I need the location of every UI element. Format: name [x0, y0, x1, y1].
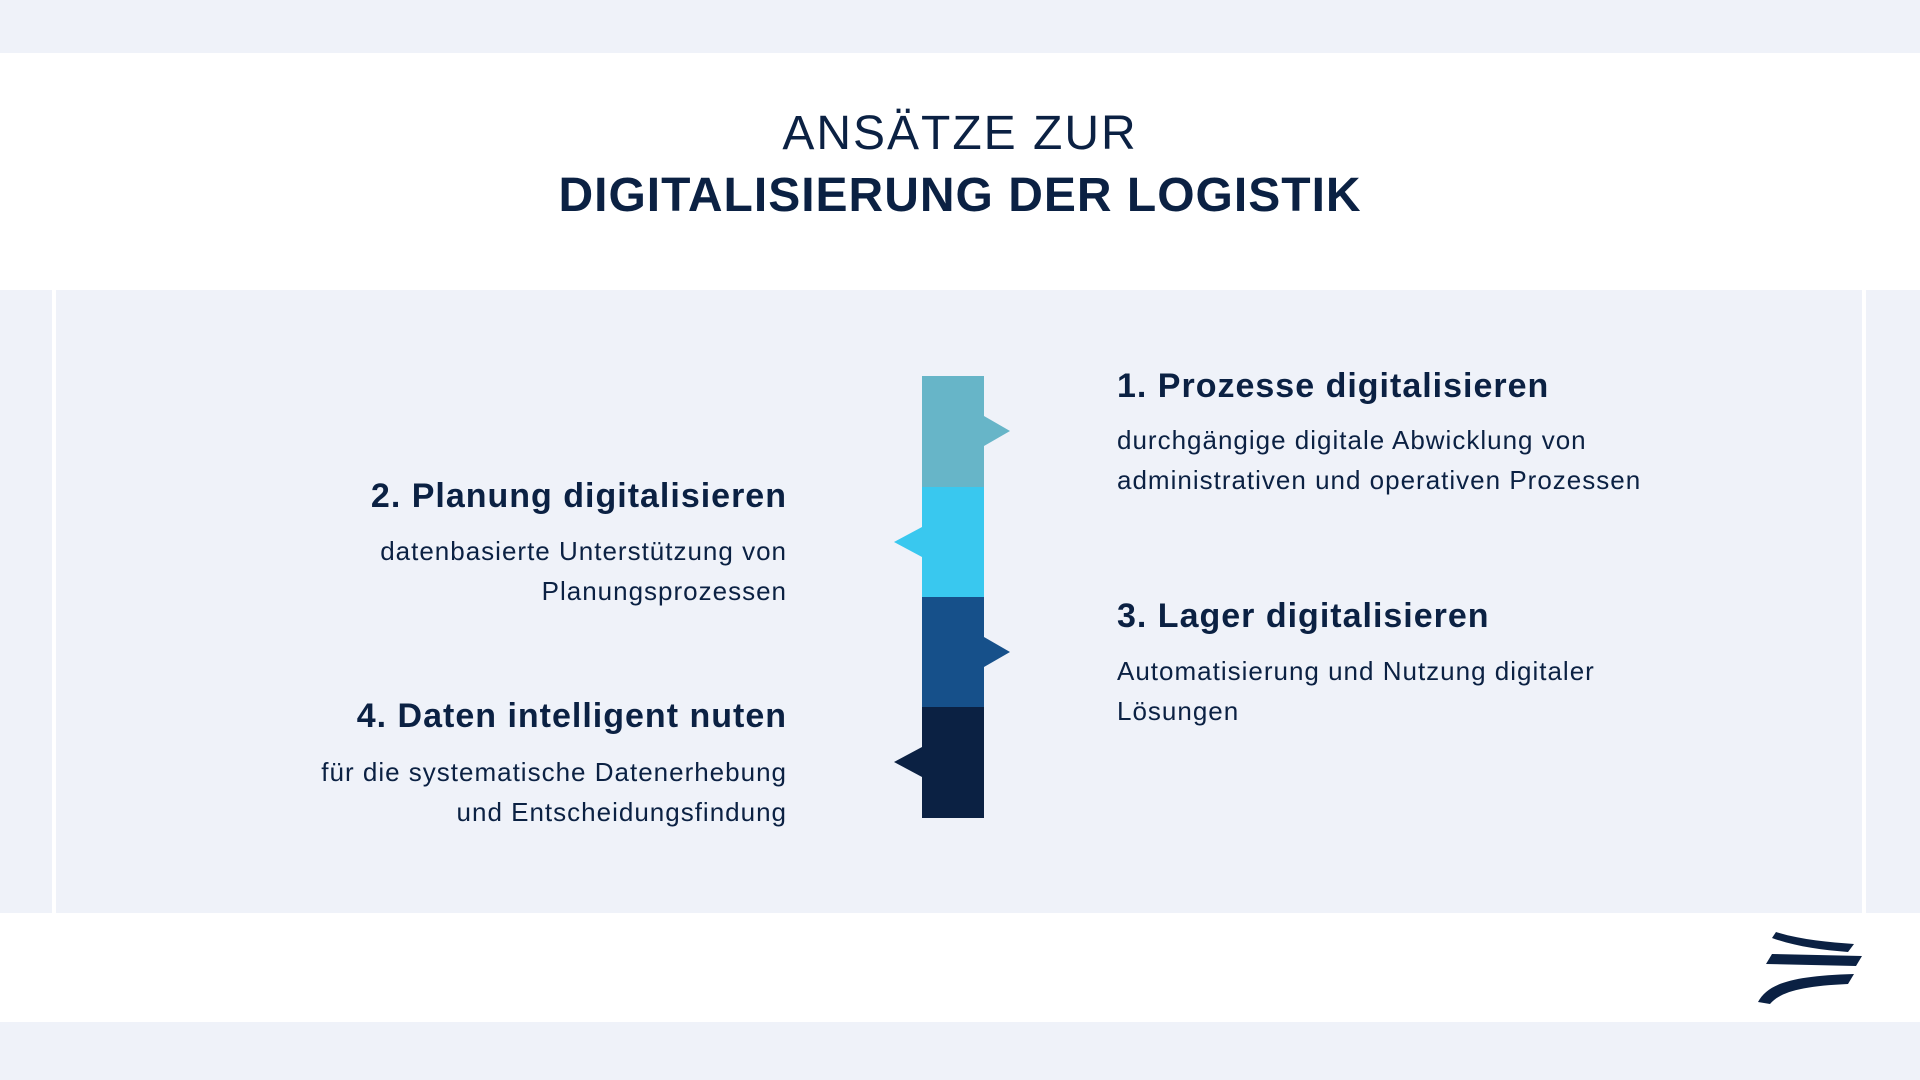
- step-2-description-line-2: Planungsprozessen: [541, 576, 787, 606]
- step-1-title: 1. Prozesse digitalisieren: [1117, 367, 1550, 405]
- header-panel: [0, 53, 1920, 290]
- step-1-description-line-1: durchgängige digitale Abwicklung von: [1117, 425, 1587, 455]
- step-block-3-bar: [922, 597, 984, 707]
- step-block-4: [894, 707, 984, 818]
- step-block-2: [894, 487, 984, 597]
- step-3-title: 3. Lager digitalisieren: [1117, 597, 1490, 635]
- step-block-1-arrow: [984, 416, 1010, 446]
- page-title-line1: ANSÄTZE ZUR: [782, 107, 1138, 160]
- brand-logo-icon: [1758, 932, 1862, 1004]
- step-block-2-bar: [922, 487, 984, 597]
- step-block-4-arrow: [894, 747, 922, 777]
- step-2-description-line-1: datenbasierte Unterstützung von: [380, 536, 787, 566]
- step-1-description: durchgängige digitale Abwicklung von adm…: [1117, 420, 1641, 500]
- right-divider: [1862, 290, 1866, 913]
- bottom-band: [0, 1022, 1920, 1080]
- step-block-3: [922, 597, 1010, 707]
- left-divider: [52, 290, 56, 913]
- step-4-description: für die systematische Datenerhebung und …: [321, 752, 787, 832]
- step-block-3-arrow: [984, 637, 1010, 667]
- logo-stroke-bottom: [1758, 974, 1854, 1004]
- logo-stroke-top: [1772, 932, 1854, 952]
- step-4-title: 4. Daten intelligent nuten: [356, 697, 787, 735]
- step-4-description-line-1: für die systematische Datenerhebung: [321, 757, 787, 787]
- top-band: [0, 0, 1920, 53]
- step-1-description-line-2: administrativen und operativen Prozessen: [1117, 465, 1642, 495]
- step-2-description: datenbasierte Unterstützung von Planungs…: [380, 531, 787, 611]
- step-block-2-arrow: [894, 527, 922, 557]
- page-title-line2: DIGITALISIERUNG DER LOGISTIK: [558, 169, 1362, 222]
- step-3-description-line-1: Automatisierung und Nutzung digitaler: [1117, 656, 1595, 686]
- step-block-1: [922, 376, 1010, 487]
- step-4-description-line-2: und Entscheidungsfindung: [456, 797, 787, 827]
- footer-panel: [0, 913, 1920, 1022]
- step-block-4-bar: [922, 707, 984, 818]
- step-3-description-line-2: Lösungen: [1117, 696, 1240, 726]
- step-2-title: 2. Planung digitalisieren: [370, 477, 787, 515]
- logo-stroke-middle: [1766, 954, 1862, 966]
- step-column-diagram: [894, 376, 1010, 818]
- step-3-description: Automatisierung und Nutzung digitaler Lö…: [1117, 651, 1595, 731]
- step-block-1-bar: [922, 376, 984, 487]
